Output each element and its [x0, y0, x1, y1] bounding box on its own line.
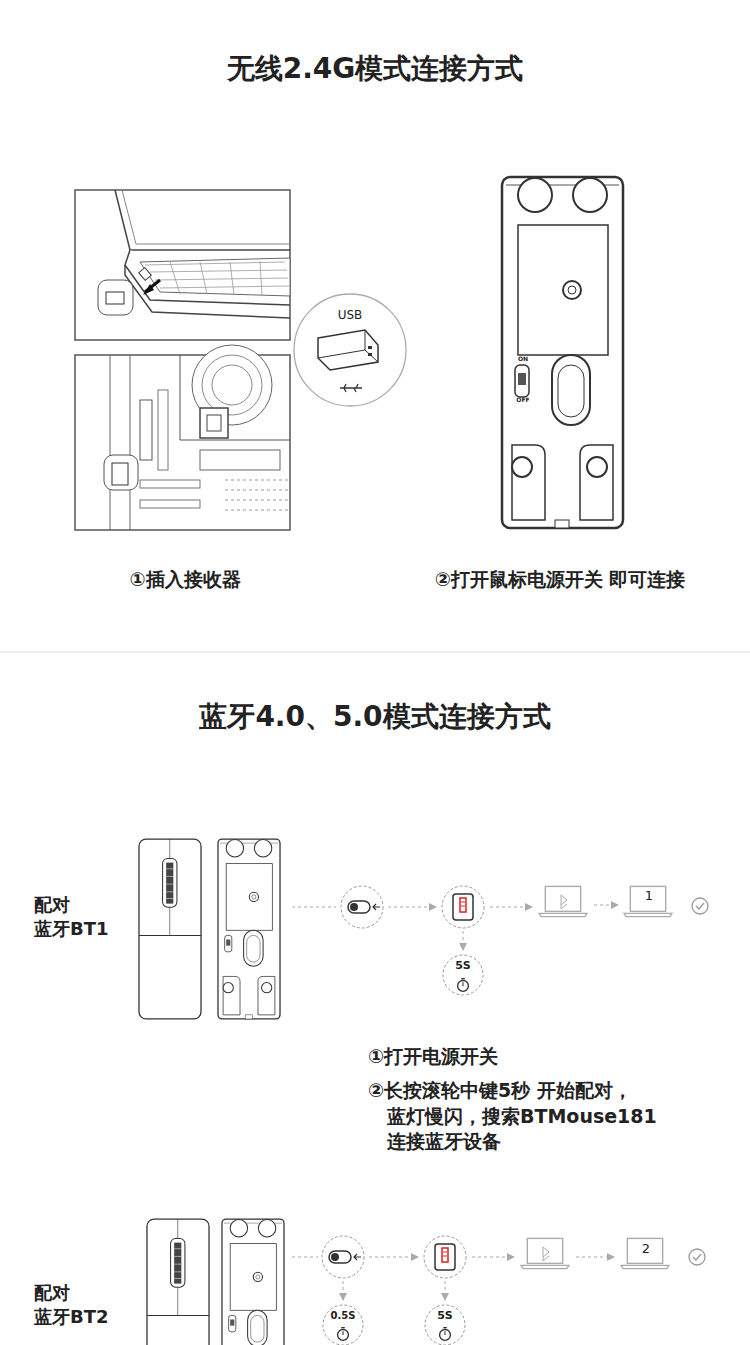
timer-label: 5S: [430, 1309, 460, 1324]
row-label: 配对 蓝牙BT1: [34, 893, 114, 942]
usb-label: USB: [330, 307, 370, 323]
desktop-illustration: [75, 345, 290, 530]
step-caption: ①插入接收器: [85, 567, 285, 593]
usb-receiver-callout: [294, 294, 406, 406]
instruction: ②长按滚轮中键5秒 开始配对， 蓝灯慢闪，搜索BTMouse181 连接蓝牙设备: [368, 1078, 687, 1155]
mouse-bottom-view: [502, 177, 623, 528]
bt1-row: [139, 839, 708, 1019]
section-heading: 蓝牙4.0、5.0模式连接方式: [75, 698, 675, 736]
divider: [0, 651, 750, 653]
laptop-number: 1: [639, 887, 659, 905]
switch-label: ON: [512, 355, 534, 363]
step-caption: ②打开鼠标电源开关 即可连接: [390, 567, 730, 593]
timer-label: 0.5S: [325, 1309, 361, 1323]
laptop-number: 2: [636, 1240, 656, 1258]
section-heading: 无线2.4G模式连接方式: [75, 50, 675, 88]
row-label: 配对 蓝牙BT2: [34, 1281, 114, 1330]
timer-label: 5S: [448, 959, 478, 974]
instruction: ①打开电源开关: [368, 1044, 688, 1070]
bt2-row: [147, 1219, 705, 1345]
laptop-illustration: [75, 190, 290, 340]
switch-label: OFF: [512, 396, 534, 404]
